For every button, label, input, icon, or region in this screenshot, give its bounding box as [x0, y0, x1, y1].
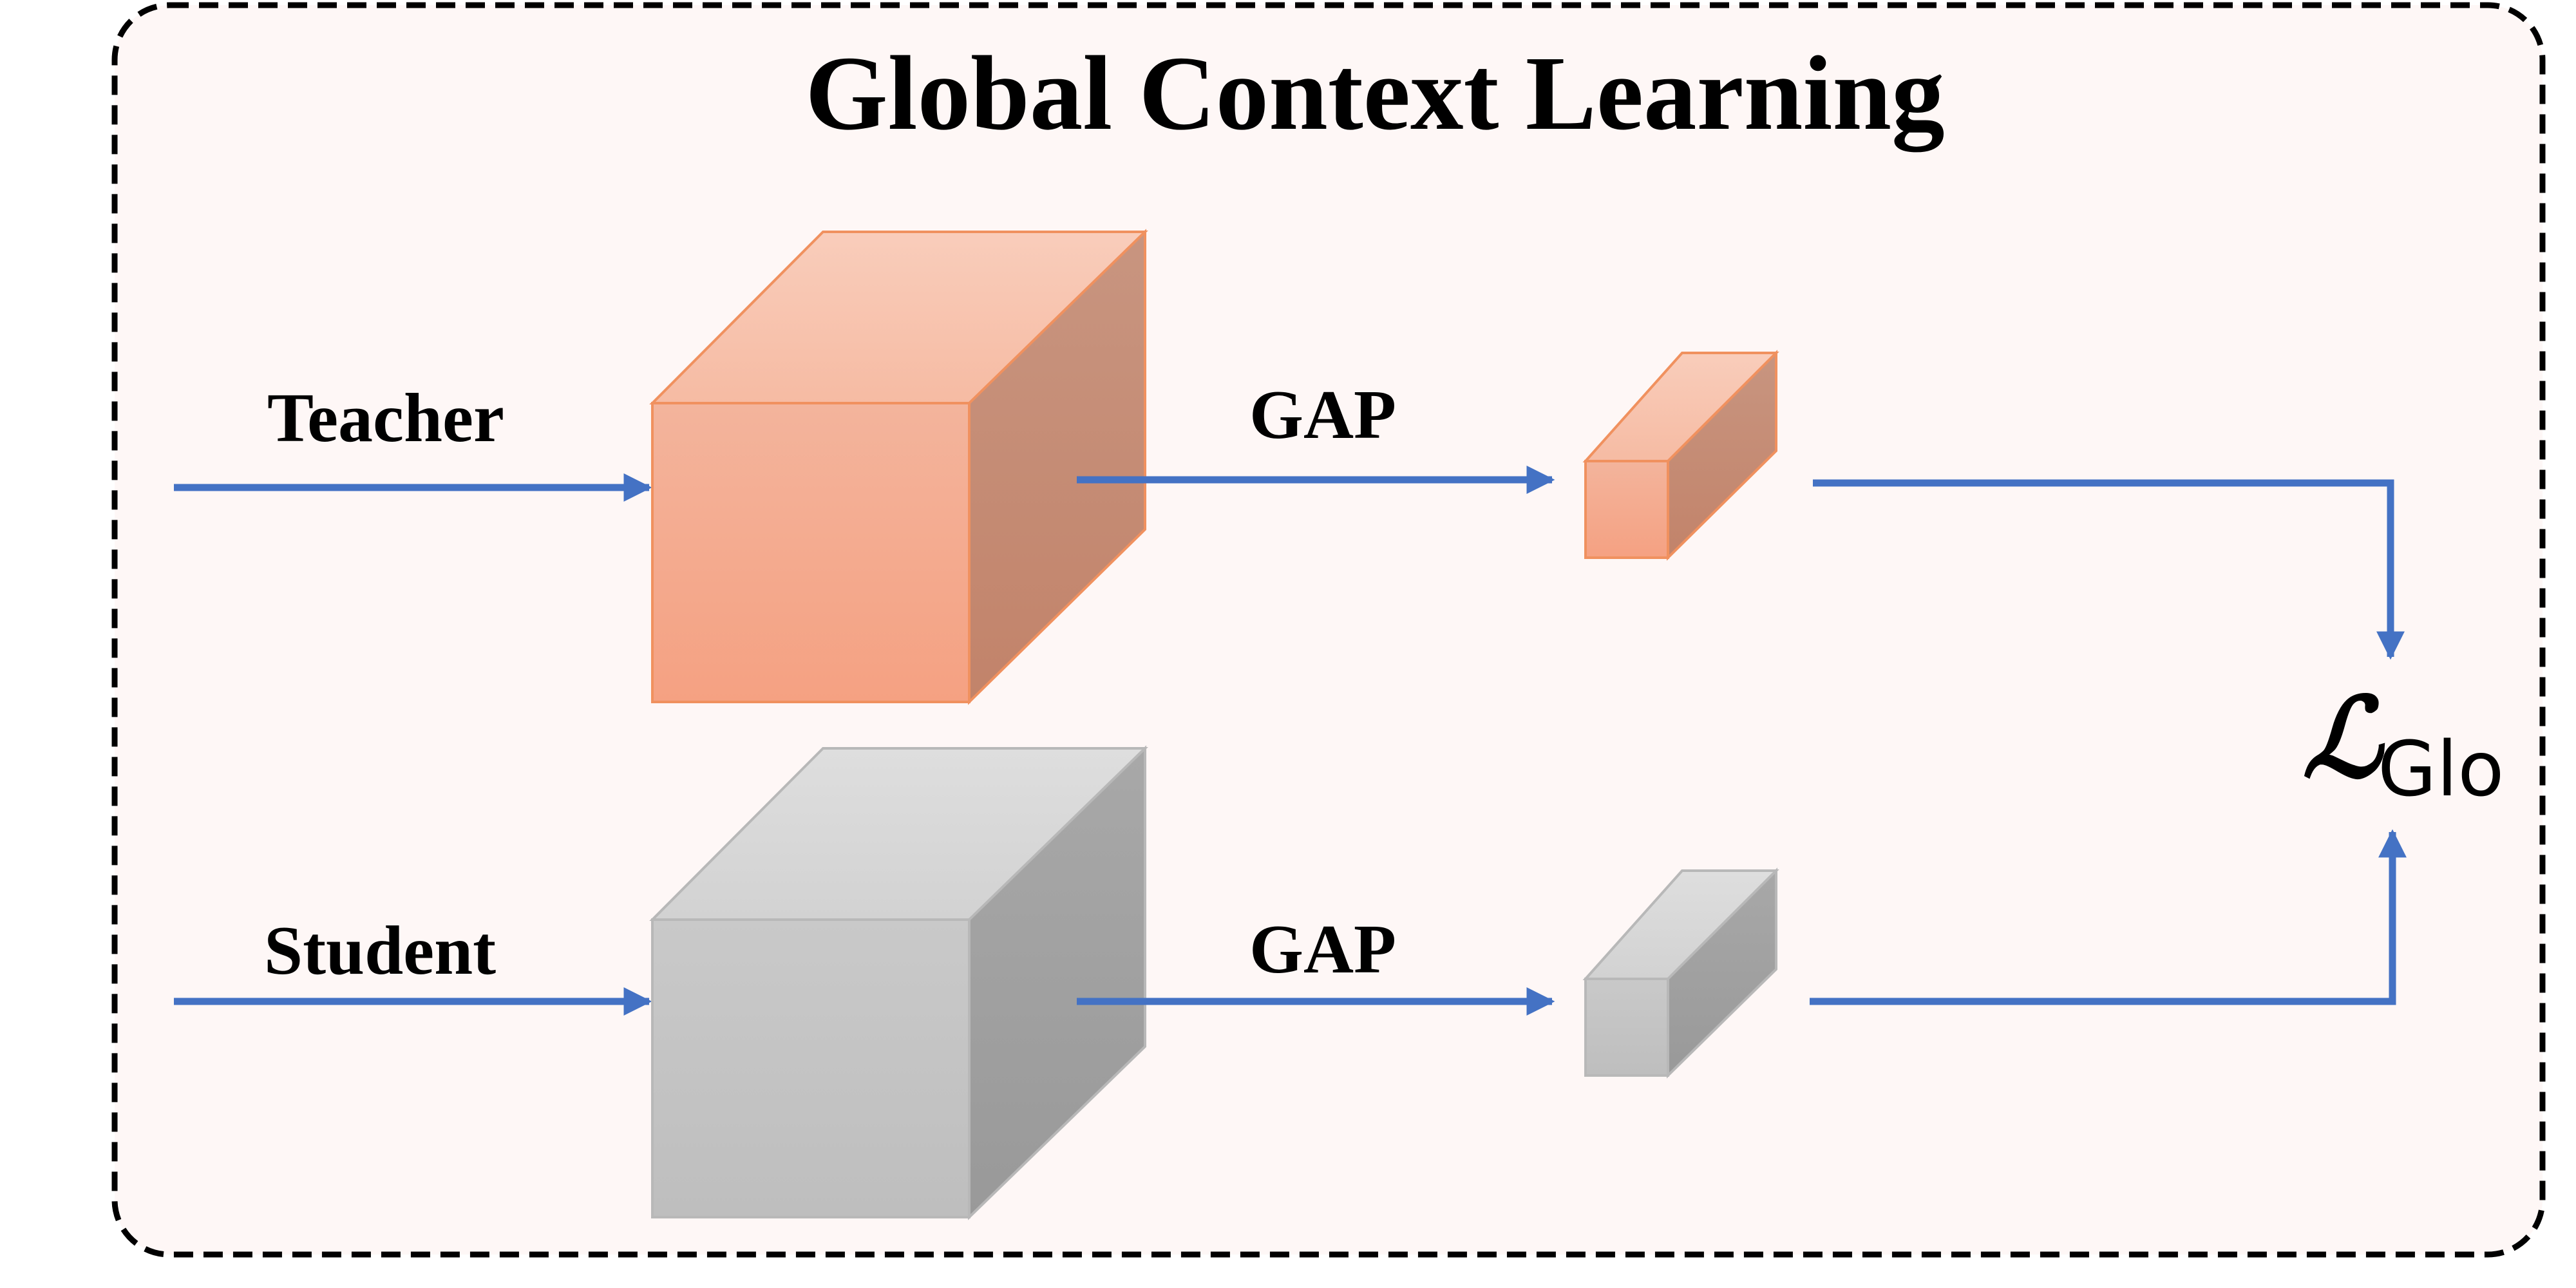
teacher-vector-front: [1584, 460, 1669, 559]
student-feature-cube: [649, 745, 1148, 1220]
student-gap-label: GAP: [1249, 911, 1396, 988]
student-loss-connector: [1810, 829, 2407, 1005]
teacher-loss-connector: [1813, 479, 2405, 660]
teacher-label: Teacher: [267, 380, 504, 457]
teacher-pooled-vector: [1582, 350, 1779, 561]
global-loss: ℒ Glo: [2302, 674, 2504, 813]
teacher-feature-cube: [649, 229, 1148, 705]
student-label: Student: [264, 913, 496, 989]
teacher-cube-front: [651, 402, 971, 703]
student-cube-front: [651, 918, 971, 1218]
diagram-title: Global Context Learning: [805, 34, 1944, 153]
student-vector-front: [1584, 978, 1669, 1077]
loss-subscript: Glo: [2378, 724, 2504, 813]
student-branch: Student GAP: [174, 745, 2407, 1220]
loss-symbol: ℒ: [2302, 674, 2385, 802]
panel-frame: [111, 2, 2546, 1258]
teacher-branch: Teacher GAP: [174, 229, 2405, 705]
student-pooled-vector: [1582, 867, 1779, 1079]
teacher-gap-label: GAP: [1249, 377, 1396, 453]
